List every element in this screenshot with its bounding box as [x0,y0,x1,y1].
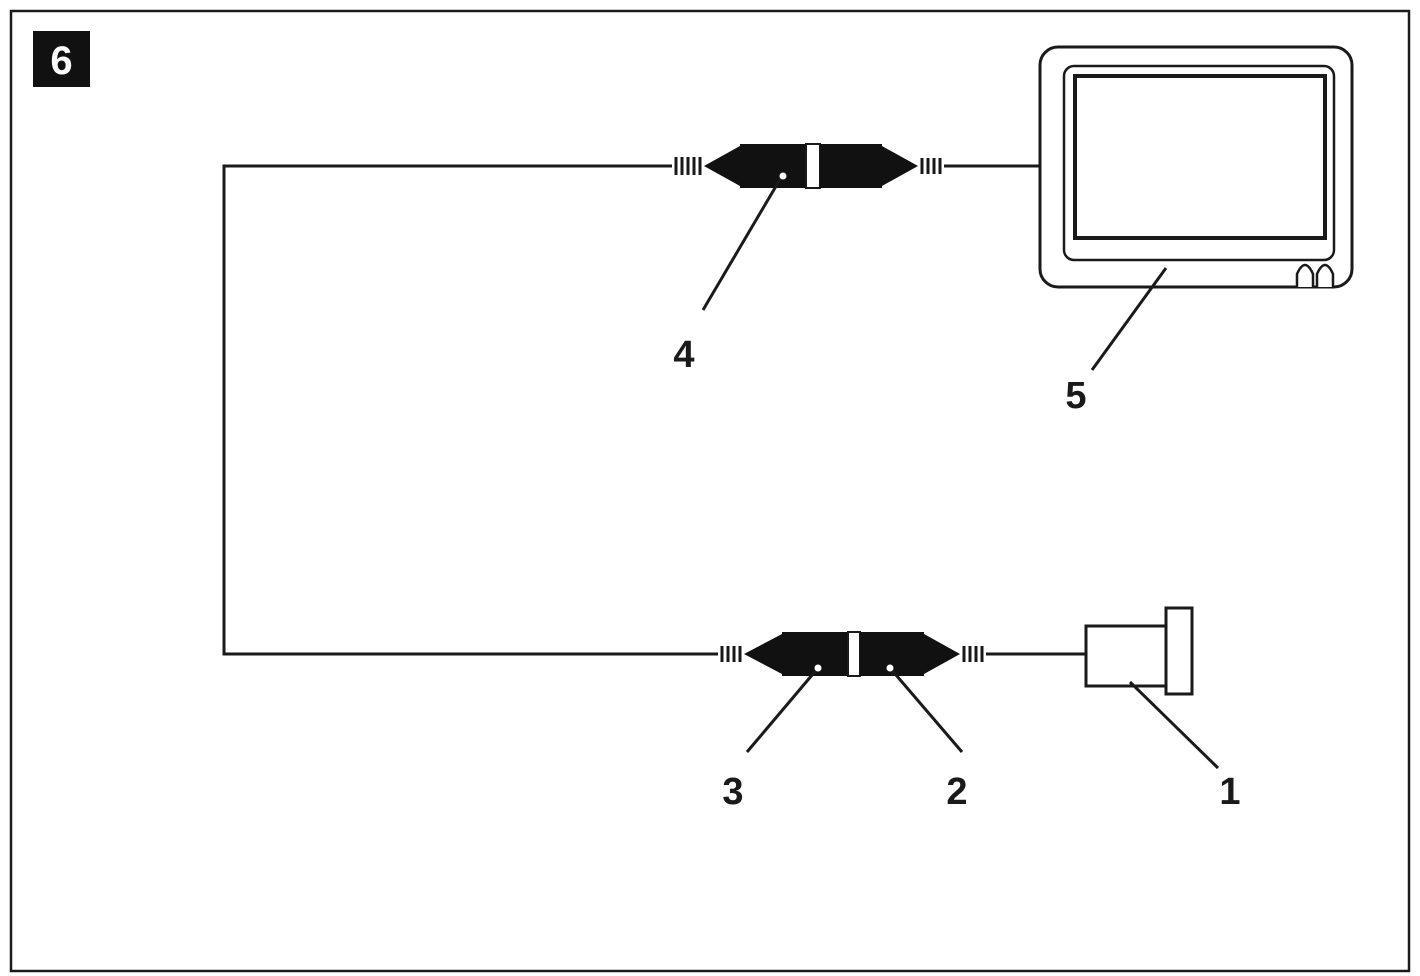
callout-4: 4 [673,334,694,376]
figure-number-badge: 6 [33,31,90,87]
top-right-connector-body [820,144,882,188]
bottom-right-cone [924,634,960,674]
bottom-left-cone [744,634,782,674]
leader-lines [701,175,1220,770]
leader-dot-2 [886,664,894,672]
camera [1084,606,1194,696]
leader-dots [779,172,894,672]
monitor-button-right [1315,263,1335,287]
top-right-cone [882,146,918,186]
callout-5: 5 [1065,375,1086,417]
camera-body [1084,624,1168,688]
top-connector-gap [805,143,821,189]
monitor-button-left [1295,263,1315,287]
top-right-strain-relief [920,158,942,174]
leader-2 [888,667,964,753]
leader-1 [1128,680,1220,770]
leader-dot-4 [779,172,787,180]
callout-2: 2 [946,771,967,813]
bottom-connector-pair [720,631,984,677]
leader-5 [1090,267,1168,371]
monitor [1038,45,1354,289]
extension-cable [222,164,718,656]
figure-number: 6 [50,39,72,83]
top-left-strain-relief [674,157,702,175]
callout-1: 1 [1219,771,1240,813]
extension-cable-connector-top [740,144,806,188]
monitor-screen [1073,74,1327,240]
leader-3 [745,667,820,753]
top-connector-pair [674,143,942,189]
camera-flange [1164,606,1194,696]
bottom-connector-gap [847,631,861,677]
callout-3: 3 [722,771,743,813]
leader-dot-3 [814,664,822,672]
leader-4 [701,175,784,311]
top-left-cone [704,146,740,186]
bottom-right-strain-relief [962,646,984,662]
bottom-left-strain-relief [720,646,742,662]
